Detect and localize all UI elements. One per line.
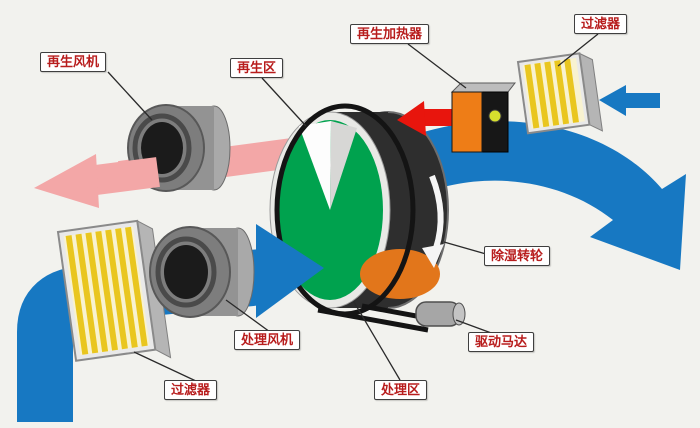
rotation-arrow	[429, 174, 444, 249]
process-fan	[149, 226, 255, 318]
process-fan-inlet	[164, 245, 208, 299]
label-dehumid-wheel: 除湿转轮	[484, 246, 551, 266]
regen-zone-sector-shade	[330, 121, 357, 210]
label-filter-top: 过滤器	[574, 14, 628, 34]
process-air-arrowhead	[256, 224, 324, 318]
drive-motor	[415, 301, 466, 327]
regen-air-inlet-arrow	[599, 85, 660, 116]
leader-regen-fan	[107, 71, 153, 121]
filter-top	[516, 52, 604, 135]
label-regeneration-fan: 再生风机	[40, 52, 107, 72]
hot-air-arrow	[397, 101, 454, 136]
heater-panel	[451, 91, 483, 153]
leader-drive-motor	[455, 319, 495, 335]
leader-filter-bottom	[133, 351, 199, 383]
regen-heater	[450, 82, 517, 153]
leader-lines	[107, 33, 599, 383]
filter-bottom	[56, 219, 172, 362]
label-regeneration-zone: 再生区	[230, 58, 284, 78]
regen-exhaust-arrow	[34, 154, 160, 208]
process-air-outlet-arrow	[405, 121, 686, 270]
leader-process-zone	[353, 301, 401, 381]
desiccant-wheel	[269, 103, 449, 333]
label-process-zone: 处理区	[374, 380, 428, 400]
label-drive-motor: 驱动马达	[468, 332, 535, 352]
label-regeneration-heater: 再生加热器	[350, 24, 430, 44]
regen-zone-sector	[299, 121, 331, 210]
leader-process-fan	[225, 299, 271, 333]
leader-regen-zone	[261, 77, 307, 127]
label-filter-bottom: 过滤器	[164, 380, 218, 400]
label-process-fan: 处理风机	[234, 330, 301, 350]
leader-dehumid-wheel	[443, 241, 487, 255]
leader-filter-top	[557, 33, 599, 67]
heater-indicator-light	[488, 109, 502, 123]
rotation-arrow-head	[422, 244, 444, 268]
leader-regen-heater	[407, 43, 467, 89]
